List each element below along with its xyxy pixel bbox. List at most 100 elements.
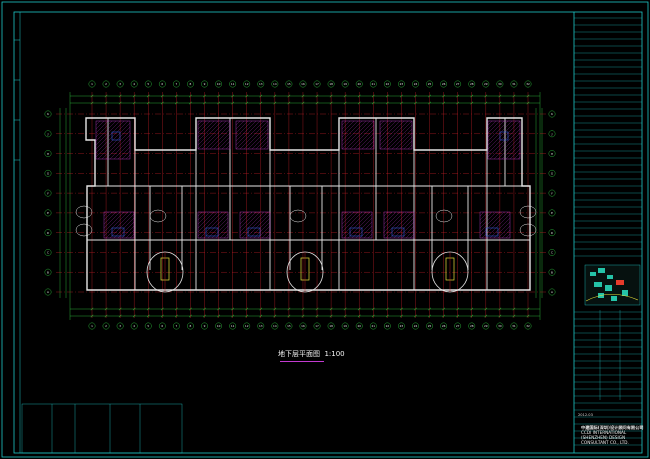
grid-bubble — [524, 80, 532, 88]
grid-bubble-label: 20 — [357, 324, 361, 328]
grid-bubble — [44, 110, 52, 118]
grid-bubble-label: 27 — [456, 82, 460, 86]
grid-bubble — [201, 322, 208, 330]
grid-bubble — [426, 322, 433, 330]
grid-bubble-label: C — [47, 251, 49, 255]
grid-bubble — [548, 229, 556, 237]
grid-bubble — [482, 322, 490, 330]
grid-bubble — [172, 322, 180, 330]
grid-bubble-label: A — [551, 290, 553, 294]
grid-bubble-label: 31 — [512, 324, 516, 328]
grid-bubble — [116, 322, 124, 330]
grid-bubble-label: 11 — [231, 82, 235, 86]
grid-bubble-label: 3 — [119, 324, 121, 328]
grid-bubble — [510, 322, 518, 330]
grid-bubble — [355, 322, 363, 330]
grid-bubble — [355, 80, 363, 88]
grid-bubble-label: 6 — [161, 324, 163, 328]
grid-bubble — [454, 322, 462, 330]
grid-bubble-label: 8 — [190, 82, 192, 86]
grid-bubble — [440, 322, 448, 330]
grid-bubble — [313, 322, 321, 330]
title-block-date: 2012.03 — [578, 413, 593, 417]
grid-bubble-label: 27 — [456, 324, 460, 328]
sheet-inner-border — [13, 11, 643, 454]
grid-bubble — [397, 80, 405, 88]
grid-bubble-label: 21 — [372, 324, 376, 328]
grid-bubble-label: J — [551, 132, 553, 136]
grid-bubble-label: 22 — [386, 324, 390, 328]
grid-bubble — [229, 322, 237, 330]
grid-bubble — [229, 80, 237, 88]
grid-bubble-label: 32 — [526, 82, 530, 86]
grid-bubble — [299, 322, 307, 330]
grid-bubble — [482, 80, 490, 88]
grid-bubble — [313, 80, 321, 88]
grid-bubble — [44, 150, 52, 157]
grid-bubble — [215, 322, 223, 330]
grid-bubble-label: 26 — [442, 82, 446, 86]
grid-bubble — [271, 80, 279, 88]
grid-bubble-label: 10 — [217, 82, 221, 86]
grid-bubble — [454, 80, 462, 88]
grid-axes — [56, 92, 546, 318]
grid-bubble-label: K — [551, 112, 553, 116]
grid-bubble — [44, 288, 52, 296]
grid-bubble — [548, 189, 556, 197]
grid-bubble-label: E — [551, 211, 553, 215]
grid-bubble-label: 12 — [245, 82, 249, 86]
column-mark — [149, 209, 167, 223]
grid-bubble-label: 14 — [273, 82, 277, 86]
grid-bubble-label: 13 — [259, 324, 263, 328]
grid-bubble — [187, 322, 194, 330]
grid-bubble-label: 23 — [400, 324, 404, 328]
grid-bubble — [44, 209, 52, 217]
grid-bubble — [510, 80, 518, 88]
grid-bubble — [383, 80, 391, 88]
grid-bubble-label: 14 — [273, 324, 277, 328]
grid-bubble-label: 12 — [245, 324, 249, 328]
equipment — [111, 131, 509, 237]
grid-bubble-label: 19 — [343, 82, 347, 86]
grid-bubble-label: 16 — [301, 82, 305, 86]
grid-bubble-label: 19 — [343, 324, 347, 328]
grid-bubble-label: 26 — [442, 324, 446, 328]
grid-bubble-label: 3 — [119, 82, 121, 86]
grid-bubble-label: 20 — [357, 82, 361, 86]
grid-bubble — [548, 169, 556, 177]
grid-bubble-label: F — [47, 191, 49, 195]
grid-bubble — [187, 80, 194, 88]
grid-bubble-label: 25 — [428, 324, 432, 328]
grid-bubble-label: 1 — [91, 324, 93, 328]
grid-bubble-label: 24 — [414, 82, 418, 86]
grid-bubble-label: 6 — [161, 82, 163, 86]
company-en-2: (SHENZHEN) DESIGN — [581, 435, 626, 440]
grid-bubble-label: 30 — [498, 82, 502, 86]
grid-bubble — [327, 80, 335, 88]
grid-bubble — [412, 322, 419, 330]
grid-bubble — [299, 80, 307, 88]
column-mark — [435, 209, 453, 223]
grid-bubble-label: 17 — [315, 324, 319, 328]
notes-table — [21, 403, 183, 454]
grid-bubble-label: 28 — [470, 82, 474, 86]
grid-bubble-label: D — [551, 231, 553, 235]
grid-bubble — [496, 80, 504, 88]
grid-bubble-label: 7 — [175, 324, 177, 328]
dimension-lines — [59, 92, 543, 320]
building-outline — [85, 117, 531, 291]
grid-bubble — [88, 322, 96, 330]
grid-bubble-label: H — [47, 152, 49, 156]
grid-bubble — [144, 322, 152, 330]
grid-bubble-label: 8 — [190, 324, 192, 328]
grid-bubble — [548, 209, 556, 217]
grid-bubble-label: D — [47, 231, 49, 235]
grid-bubble-label: 32 — [526, 324, 530, 328]
grid-bubble-label: 25 — [428, 82, 432, 86]
grid-bubble — [243, 80, 251, 88]
grid-bubble — [548, 150, 556, 157]
grid-bubble-label: 31 — [512, 82, 516, 86]
grid-bubble-label: 13 — [259, 82, 263, 86]
grid-bubble — [44, 130, 52, 138]
